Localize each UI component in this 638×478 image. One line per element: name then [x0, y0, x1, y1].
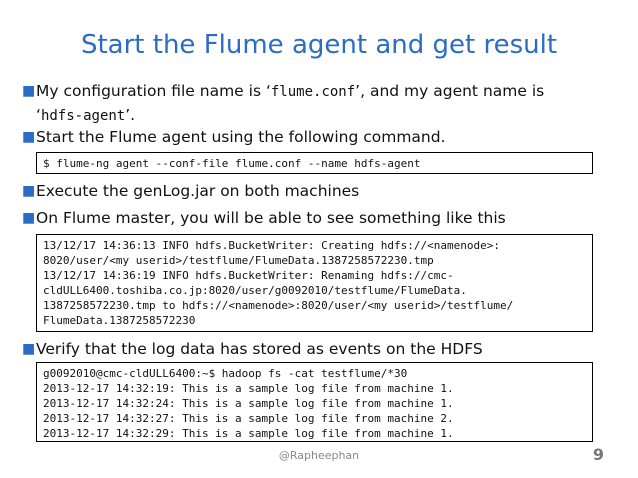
code-line: $ flume-ng agent --conf-file flume.conf …: [43, 157, 421, 170]
code-line: 2013-12-17 14:32:27: This is a sample lo…: [43, 412, 454, 425]
command-code-block: $ flume-ng agent --conf-file flume.conf …: [36, 152, 593, 174]
bullet-dot-icon: ■: [22, 210, 36, 226]
bullet-text: ‘: [36, 106, 41, 124]
code-line: 2013-12-17 14:32:24: This is a sample lo…: [43, 397, 454, 410]
code-line: g0092010@cmc-cldULL6400:~$ hadoop fs -ca…: [43, 367, 408, 380]
code-line: 13/12/17 14:36:19 INFO hdfs.BucketWriter…: [43, 269, 454, 282]
code-line: cldULL6400.toshiba.co.jp:8020/user/g0092…: [43, 284, 467, 297]
bullet-dot-icon: ■: [22, 83, 36, 99]
code-line: 2013-12-17 14:32:29: This is a sample lo…: [43, 427, 454, 440]
code-line: 1387258572230.tmp to hdfs://<namenode>:8…: [43, 299, 514, 312]
code-line: 8020/user/<my userid>/testflume/FlumeDat…: [43, 254, 434, 267]
bullet-dot-icon: ■: [22, 129, 36, 145]
bullet-flume-master: ■ On Flume master, you will be able to s…: [22, 207, 606, 230]
code-line: FlumeData.1387258572230: [43, 314, 196, 327]
slide-title: Start the Flume agent and get result: [80, 30, 558, 60]
bullet-text: Start the Flume agent using the followin…: [36, 128, 446, 146]
bullet-text: ’.: [125, 106, 136, 124]
code-line: 2013-12-17 14:32:19: This is a sample lo…: [43, 382, 454, 395]
page-number: 9: [592, 445, 604, 464]
bullet-text: Verify that the log data has stored as e…: [36, 340, 483, 358]
bullet-dot-icon: ■: [22, 183, 36, 199]
bullet-start-agent: ■ Start the Flume agent using the follow…: [22, 126, 606, 149]
bullet-text: My configuration file name is ‘: [36, 82, 271, 100]
flume-log-code-block: 13/12/17 14:36:13 INFO hdfs.BucketWriter…: [36, 234, 593, 332]
code-line: 13/12/17 14:36:13 INFO hdfs.BucketWriter…: [43, 239, 500, 252]
config-filename: flume.conf: [270, 84, 356, 100]
bullet-verify-hdfs: ■ Verify that the log data has stored as…: [22, 338, 606, 361]
bullet-text: Execute the genLog.jar on both machines: [36, 182, 360, 200]
bullet-execute-genlog: ■ Execute the genLog.jar on both machine…: [22, 180, 606, 203]
bullet-text: On Flume master, you will be able to see…: [36, 209, 506, 227]
bullet-dot-icon: ■: [22, 341, 36, 357]
hdfs-output-code-block: g0092010@cmc-cldULL6400:~$ hadoop fs -ca…: [36, 362, 593, 442]
footer-author: @Rapheephan: [278, 449, 360, 462]
agent-name: hdfs-agent: [40, 108, 126, 124]
bullet-text: ’, and my agent name is: [355, 82, 545, 100]
bullet-config: ■ My configuration file name is ‘flume.c…: [22, 80, 606, 128]
